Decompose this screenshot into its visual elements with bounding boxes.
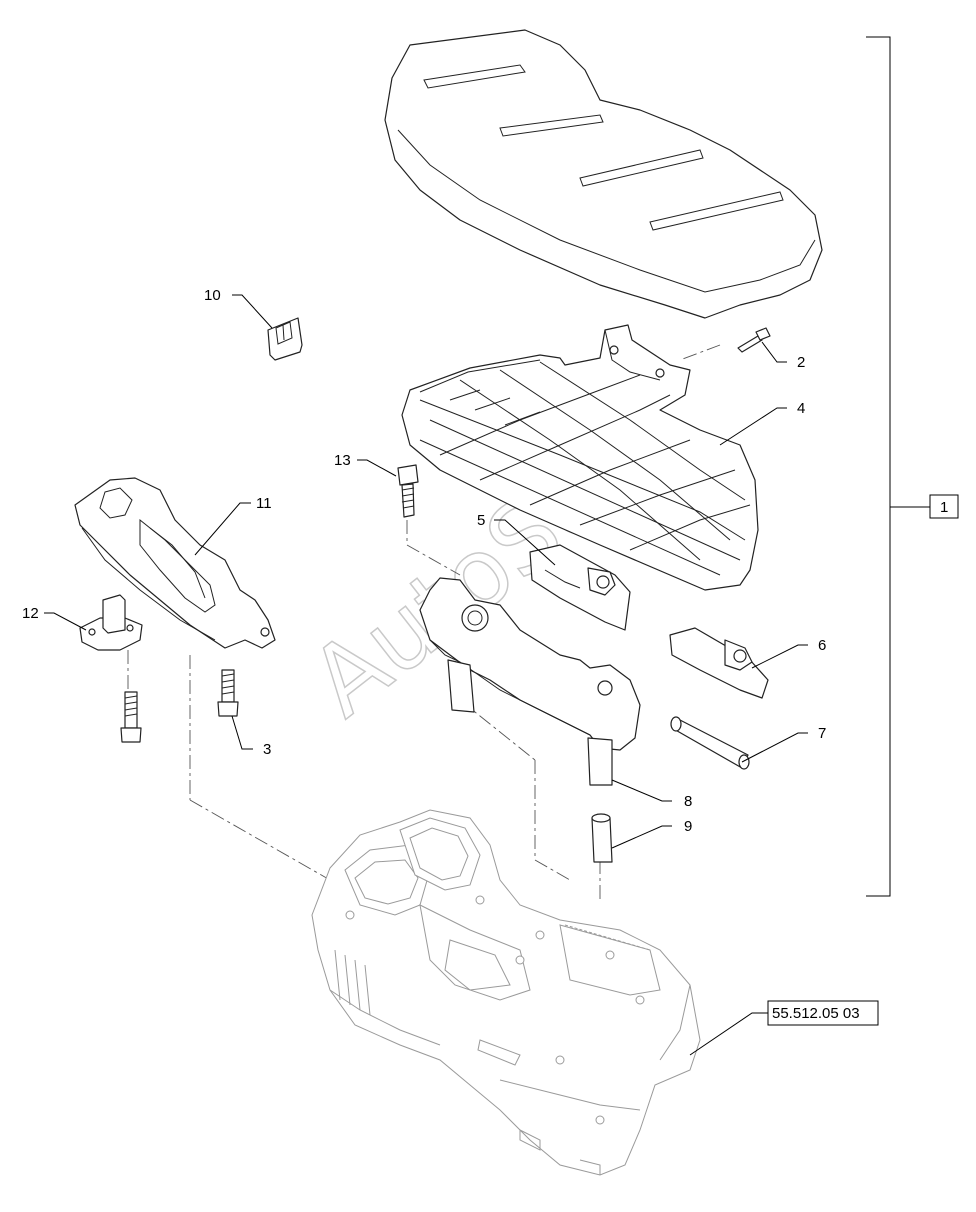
callout-10: 10 — [204, 287, 221, 304]
callout-1: 1 — [940, 499, 948, 516]
reference-code: 55.512.05 03 — [772, 1005, 860, 1022]
callout-13: 13 — [334, 452, 351, 469]
callout-12: 12 — [22, 605, 39, 622]
screw-part-3 — [217, 669, 239, 717]
callout-8: 8 — [684, 793, 692, 810]
mount-bracket — [79, 594, 143, 651]
base-housing-reference — [311, 809, 701, 1176]
callout-9: 9 — [684, 818, 692, 835]
seat-cushion — [384, 29, 823, 319]
callout-7: 7 — [818, 725, 826, 742]
screw-left — [120, 691, 142, 743]
callout-11: 11 — [256, 495, 272, 512]
callout-3: 3 — [263, 741, 271, 758]
lever-cover — [74, 477, 276, 649]
hinge-block-right — [669, 627, 769, 699]
grid-tray — [401, 324, 759, 591]
pin-part — [670, 716, 750, 770]
callout-2: 2 — [797, 354, 805, 371]
leader-lines — [44, 294, 808, 1056]
callout-labels: 10 2 4 13 11 5 12 6 7 3 8 9 — [22, 287, 826, 835]
screw-part — [737, 327, 771, 353]
clip-part — [267, 317, 303, 361]
support-frame — [419, 577, 641, 786]
assembly-bracket — [866, 36, 930, 897]
spacer-part — [591, 813, 613, 863]
hinge-block-left — [529, 544, 631, 631]
bolt-upper — [397, 464, 419, 518]
reference-box: 55.512.05 03 — [767, 1000, 879, 1026]
callout-4: 4 — [797, 400, 805, 417]
callout-5: 5 — [477, 512, 485, 529]
callout-6: 6 — [818, 637, 826, 654]
callout-1-box: 1 — [929, 494, 959, 519]
